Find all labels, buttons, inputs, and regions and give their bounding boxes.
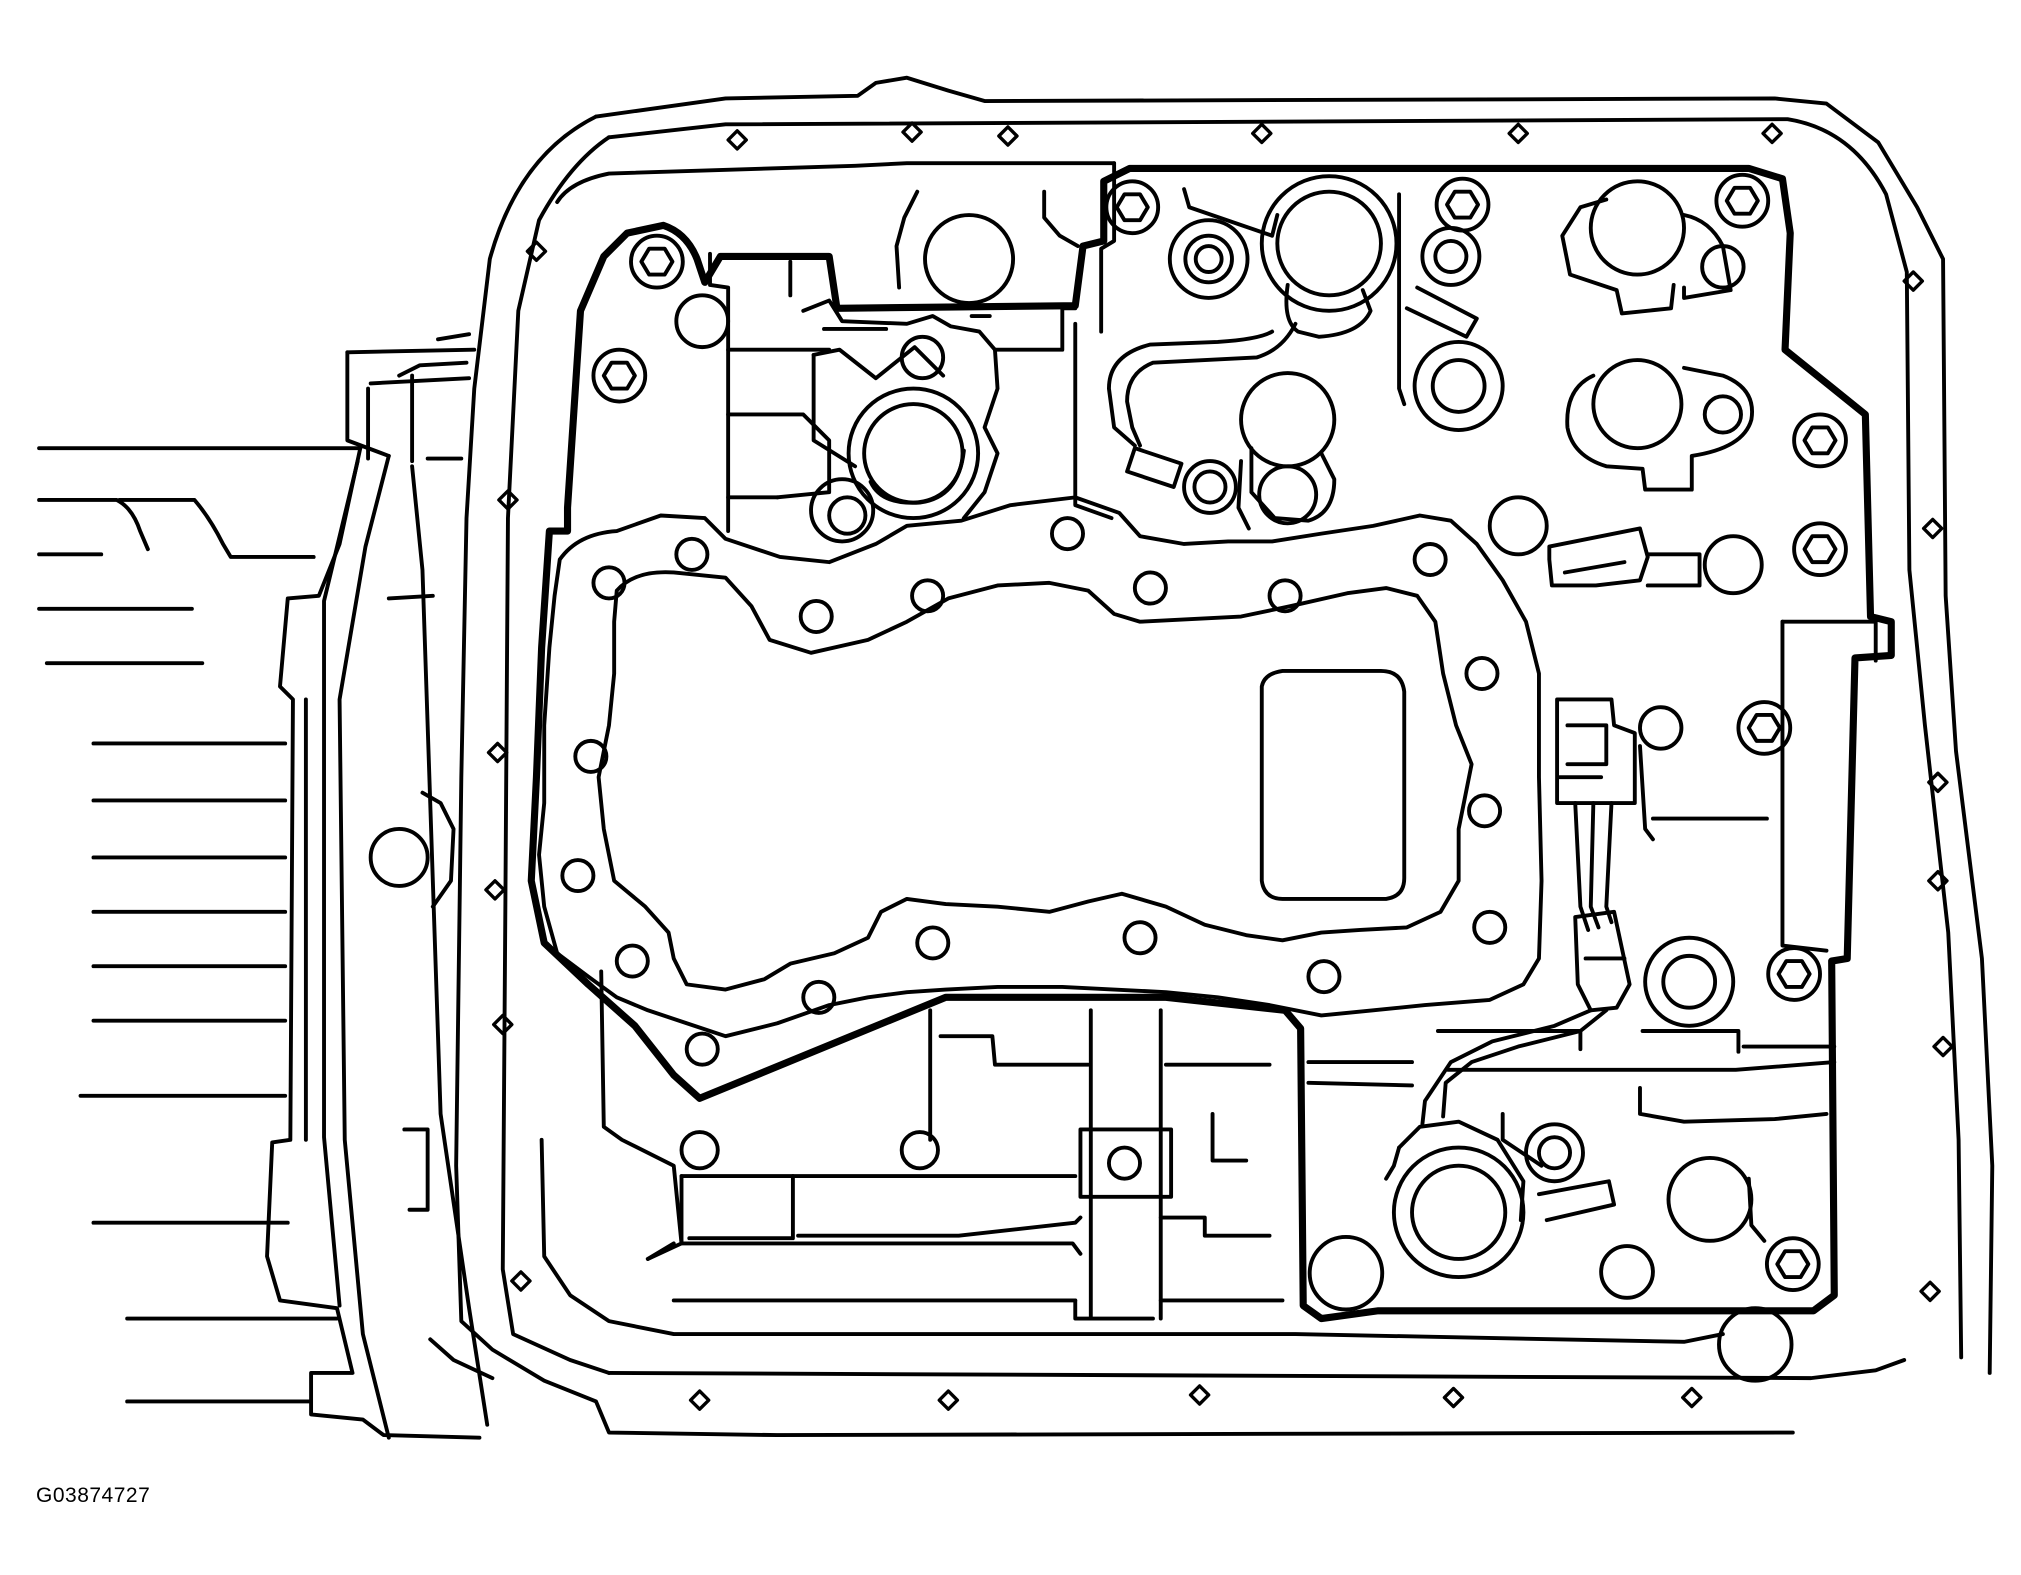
upper-valve-components bbox=[674, 189, 1114, 544]
upper-right-solenoids bbox=[1099, 161, 1764, 596]
transmission-case-fins bbox=[37, 446, 363, 1404]
pan-bolt-markers bbox=[484, 121, 1954, 1411]
figure-id-label: G03874727 bbox=[36, 1484, 151, 1507]
valve-body-highlight-outline bbox=[527, 164, 1895, 1323]
oil-pan-flange bbox=[454, 75, 1995, 1438]
valve-body-inner-outline bbox=[539, 161, 1794, 1383]
hex-bolts bbox=[591, 172, 1848, 1292]
lower-valve-components bbox=[645, 1008, 1285, 1321]
wiring-harness bbox=[1420, 619, 1878, 1127]
lower-right-solenoids bbox=[1306, 1029, 1837, 1312]
case-flange bbox=[265, 332, 495, 1440]
gasket-plate bbox=[537, 495, 1544, 1067]
